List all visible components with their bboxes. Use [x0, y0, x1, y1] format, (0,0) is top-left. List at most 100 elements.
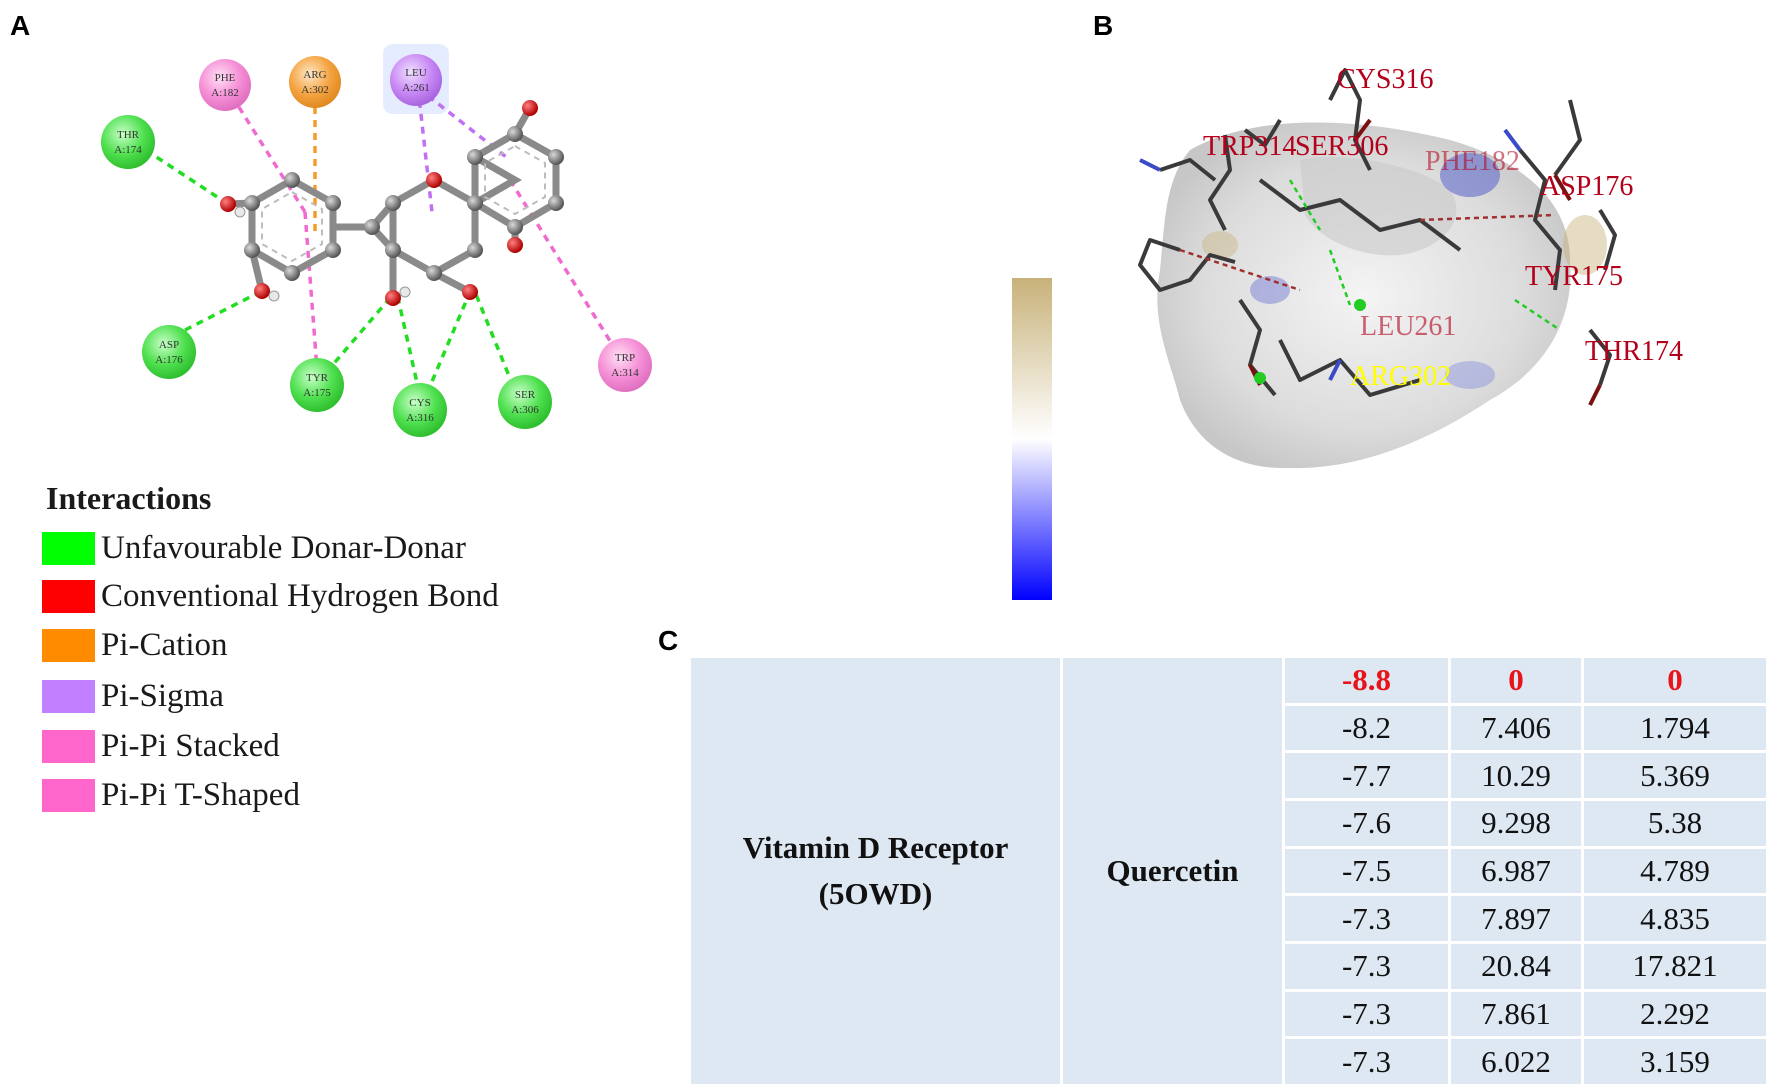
table-cell: 4.835	[1581, 893, 1769, 944]
table-cell: 10.29	[1448, 750, 1584, 801]
table-row: -7.3 7.861 2.292	[690, 988, 1769, 1040]
table-row: Vitamin D Receptor (5OWD) Quercetin -8.8…	[688, 655, 1769, 1087]
panel-label-b: B	[1093, 10, 1114, 41]
table-cell: 0	[1448, 655, 1584, 706]
svg-text:A:306: A:306	[511, 404, 539, 416]
svg-text:A:316: A:316	[406, 412, 434, 424]
legend-swatch	[42, 579, 95, 613]
table-cell: 20.84	[1448, 940, 1584, 992]
table-cell: 2.292	[1581, 988, 1769, 1040]
table-row: -7.3 20.84 17.821	[690, 940, 1769, 992]
svg-text:A:261: A:261	[402, 82, 430, 94]
residue-tyr-175: TYR A:175	[290, 358, 344, 412]
table-cell: -7.6	[1282, 797, 1451, 849]
receptor-cell: Vitamin D Receptor (5OWD)	[688, 655, 1063, 1087]
svg-text:THR: THR	[117, 129, 140, 141]
molecule-atoms	[220, 100, 564, 306]
table-cell: 4.789	[1581, 845, 1769, 897]
residue-cys-316: CYS A:316	[393, 383, 447, 437]
table-cell: 7.861	[1448, 988, 1584, 1040]
aromatic-rings	[261, 144, 546, 263]
table-cell: -7.3	[1282, 940, 1451, 992]
table-cell: -7.3	[1282, 893, 1451, 944]
table-cell: 6.022	[1448, 1036, 1584, 1087]
residue-ser-306: SER A:306	[498, 375, 552, 429]
svg-text:LEU: LEU	[405, 67, 426, 79]
table-cell: 9.298	[1448, 797, 1584, 849]
table-row: -7.6 9.298 5.38	[690, 797, 1769, 849]
table-cell: 5.38	[1581, 797, 1769, 849]
legend-item: Unfavourable Donar-Donar	[42, 529, 466, 567]
interaction-lines	[134, 84, 627, 406]
svg-text:A:175: A:175	[303, 387, 331, 399]
table-cell: -7.3	[1282, 988, 1451, 1040]
svg-text:TRP: TRP	[615, 352, 635, 364]
svg-text:THR174: THR174	[1585, 336, 1683, 367]
residue-trp-314: TRP A:314	[598, 338, 652, 392]
svg-text:TYR: TYR	[306, 372, 329, 384]
residue-arg-302: ARG A:302	[289, 56, 341, 108]
svg-text:SER306: SER306	[1295, 131, 1388, 162]
legend-label: Pi-Cation	[101, 626, 228, 663]
svg-text:CYS316: CYS316	[1337, 64, 1433, 95]
table-row: -7.7 10.29 5.369	[690, 750, 1769, 801]
legend-item: Pi-Pi Stacked	[42, 727, 280, 765]
table-cell: 7.897	[1448, 893, 1584, 944]
legend-swatch	[42, 729, 95, 763]
legend-label: Pi-Pi Stacked	[101, 727, 280, 764]
table-cell: -8.2	[1282, 702, 1451, 754]
svg-text:A:174: A:174	[114, 144, 142, 156]
table-cell: -7.7	[1282, 750, 1451, 801]
table-cell: 3.159	[1581, 1036, 1769, 1087]
table-row: -7.5 6.987 4.789	[690, 845, 1769, 897]
legend-label: Pi-Sigma	[101, 677, 224, 714]
table-cell: -7.3	[1282, 1036, 1451, 1087]
surface-3d-view	[1138, 68, 1617, 469]
svg-text:ARG: ARG	[303, 69, 326, 81]
legend-title: Interactions	[46, 480, 212, 516]
panel-label-c: C	[658, 625, 679, 656]
docking-results-table: Vitamin D Receptor (5OWD) Quercetin -8.8…	[688, 655, 1769, 1087]
svg-text:ASP176: ASP176	[1540, 171, 1633, 202]
table-cell: -8.8	[1282, 655, 1451, 706]
svg-text:LEU261: LEU261	[1360, 311, 1456, 342]
legend-label: Pi-Pi T-Shaped	[101, 776, 300, 813]
legend-swatch	[42, 628, 95, 662]
residue-asp-176: ASP A:176	[142, 325, 196, 379]
svg-text:PHE: PHE	[215, 72, 236, 84]
table-row: -7.3 6.022 3.159	[690, 1036, 1769, 1087]
table-cell: 6.987	[1448, 845, 1584, 897]
table-cell: 7.406	[1448, 702, 1584, 754]
surface-residue-labels: CYS316 TRP314 SER306 PHE182 ASP176 TYR17…	[1203, 64, 1683, 392]
residue-thr-174: THR A:174	[101, 115, 155, 169]
ligand-cell: Quercetin	[1060, 655, 1285, 1087]
legend-item: Pi-Pi T-Shaped	[42, 776, 300, 814]
table-row: -8.2 7.406 1.794	[690, 702, 1769, 754]
table-cell: 17.821	[1581, 940, 1769, 992]
legend-item: Pi-Cation	[42, 626, 228, 664]
svg-text:A:314: A:314	[611, 367, 639, 379]
legend-swatch	[42, 778, 95, 812]
svg-text:A:182: A:182	[211, 87, 239, 99]
svg-text:ARG302: ARG302	[1350, 361, 1451, 392]
svg-text:A:176: A:176	[155, 354, 183, 366]
svg-text:TRP314: TRP314	[1203, 131, 1296, 162]
table-cell: 5.369	[1581, 750, 1769, 801]
legend-swatch	[42, 531, 95, 565]
receptor-name: Vitamin D Receptor	[742, 830, 1009, 865]
legend-label: Unfavourable Donar-Donar	[101, 529, 466, 566]
svg-text:ASP: ASP	[159, 339, 179, 351]
table-cell: 0	[1581, 655, 1769, 706]
legend-label: Conventional Hydrogen Bond	[101, 577, 499, 614]
color-scale-bar	[1012, 278, 1052, 600]
legend-item: Pi-Sigma	[42, 677, 224, 715]
panel-label-a: A	[10, 10, 31, 41]
table-cell: -7.5	[1282, 845, 1451, 897]
residue-phe-182: PHE A:182	[199, 59, 251, 111]
legend-item: Conventional Hydrogen Bond	[42, 577, 499, 615]
receptor-pdb-id: (5OWD)	[818, 876, 933, 911]
svg-text:TYR175: TYR175	[1525, 261, 1623, 292]
svg-text:A:302: A:302	[301, 84, 329, 96]
residue-leu-261: LEU A:261	[390, 54, 442, 106]
